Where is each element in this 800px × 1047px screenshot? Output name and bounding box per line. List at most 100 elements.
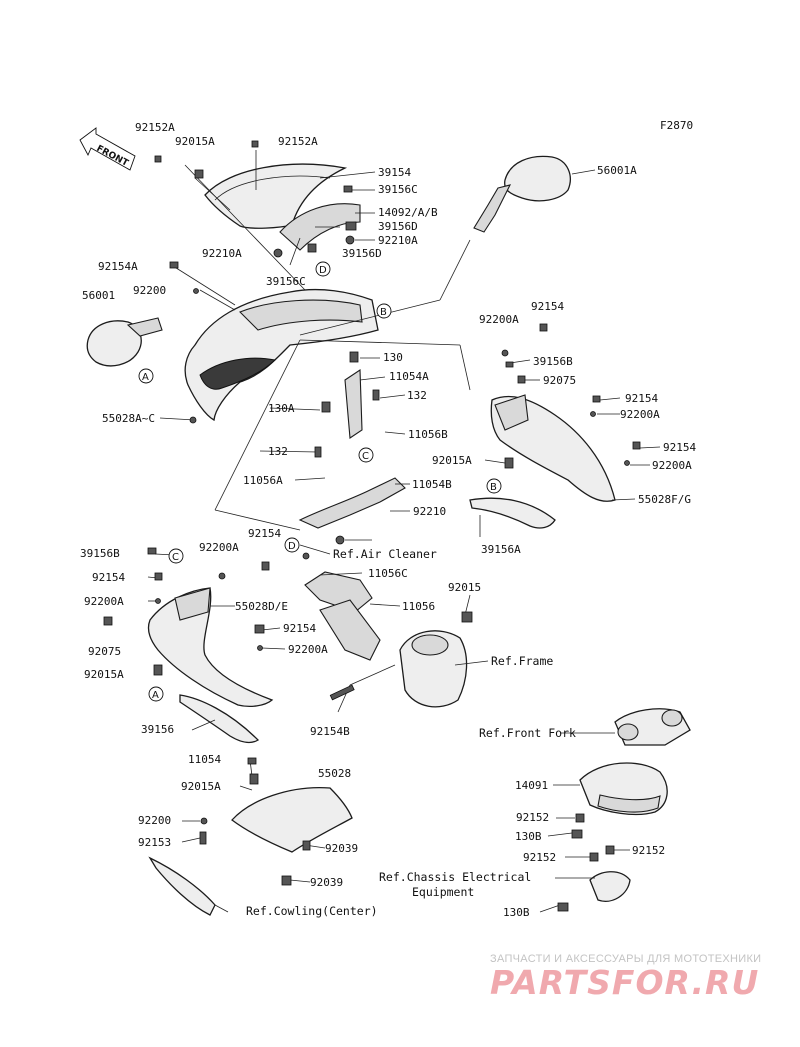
- clip-39156C: [343, 185, 353, 193]
- marker-a-bottom: A: [148, 686, 164, 702]
- bolt-132-left: [314, 446, 322, 458]
- part-label: 92154: [92, 571, 125, 584]
- part-label: 92210: [413, 505, 446, 518]
- fasteners: [103, 140, 641, 912]
- part-label: 92200A: [652, 459, 692, 472]
- part-label: 39156B: [80, 547, 120, 560]
- svg-text:B: B: [490, 482, 497, 493]
- washer-92200: [193, 288, 199, 294]
- ref-markers: A A B B C C D D: [138, 261, 502, 702]
- screw-92075-r: [517, 375, 526, 384]
- part-label: 92200A: [199, 541, 239, 554]
- reference-callouts: Ref.Air Cleaner Ref.Frame Ref.Front Fork…: [246, 547, 576, 918]
- mirror-left-56001: [86, 317, 163, 367]
- marker-d-mid: D: [284, 537, 300, 553]
- part-label: 92154: [248, 527, 281, 540]
- svg-text:D: D: [319, 265, 327, 276]
- part-label: 92075: [88, 645, 121, 658]
- ref-frame: Ref.Frame: [491, 654, 553, 668]
- bolt-130B-b: [557, 902, 569, 912]
- part-label: 92152: [632, 844, 665, 857]
- figure-code: F2870: [660, 119, 693, 132]
- marker-a-top: A: [138, 368, 154, 384]
- part-label: 11056B: [408, 428, 448, 441]
- part-label: 92154: [283, 622, 316, 635]
- part-label: 11054B: [412, 478, 452, 491]
- bolt-92154B: [329, 684, 355, 701]
- marker-d-top: D: [315, 261, 331, 277]
- clip-39156B-r: [505, 361, 514, 368]
- part-label: 92210A: [202, 247, 242, 260]
- part-label: 56001: [82, 289, 115, 302]
- clip-11054: [247, 757, 257, 765]
- watermark-caption: ЗАПЧАСТИ И АКСЕССУАРЫ ДЛЯ МОТОТЕХНИКИ: [490, 953, 761, 965]
- windscreen-39154: [204, 163, 348, 229]
- part-label: 92200: [133, 284, 166, 297]
- part-label: 92152: [523, 851, 556, 864]
- svg-text:A: A: [142, 372, 149, 383]
- part-label: 39156D: [378, 220, 418, 233]
- part-label: 55028: [318, 767, 351, 780]
- svg-text:C: C: [362, 451, 369, 462]
- part-label: 39156C: [378, 183, 418, 196]
- part-label: 39156D: [342, 247, 382, 260]
- screw-92152-a: [575, 813, 585, 823]
- washer-92200A-l1: [218, 572, 226, 580]
- part-label: 55028F/G: [638, 493, 691, 506]
- part-label: 130B: [503, 906, 530, 919]
- upper-cowl-55028A: [184, 288, 379, 422]
- screw-92152-b: [589, 852, 599, 862]
- washer-92200A-r2: [590, 411, 596, 417]
- clip-39156B-l: [147, 547, 157, 555]
- pad-39156D-lower: [307, 243, 317, 253]
- nut-92210A: [345, 235, 355, 245]
- part-label: 92015A: [181, 780, 221, 793]
- front-direction-arrow: FRONT: [79, 127, 136, 171]
- part-label: 92015A: [84, 668, 124, 681]
- part-label: 92200A: [84, 595, 124, 608]
- leader-lines: [147, 150, 661, 913]
- part-label: 11056A: [243, 474, 283, 487]
- part-label: 92200: [138, 814, 171, 827]
- washer-92200A-mid: [257, 645, 263, 651]
- marker-c-mid: C: [358, 447, 374, 463]
- meter-cover-14091: [579, 762, 668, 816]
- part-label: 92210A: [378, 234, 418, 247]
- part-label: 11056: [402, 600, 435, 613]
- part-label: 92015A: [175, 135, 215, 148]
- part-label: 39156A: [481, 543, 521, 556]
- svg-text:D: D: [288, 541, 296, 552]
- part-label: 92152A: [135, 121, 175, 134]
- rivet-92039-a: [302, 840, 311, 851]
- screw-92152A-top: [251, 140, 259, 148]
- part-label: 92075: [543, 374, 576, 387]
- part-label: 92200A: [620, 408, 660, 421]
- pad-39156D: [345, 221, 357, 231]
- bolt-130B-a: [571, 829, 583, 839]
- nut-92210: [335, 535, 345, 545]
- marker-b-bottom: B: [486, 478, 502, 494]
- bolt-92154-r2: [592, 395, 601, 403]
- part-label: 92015: [448, 581, 481, 594]
- part-label: 92200A: [479, 313, 519, 326]
- watermark: ЗАПЧАСТИ И АКСЕССУАРЫ ДЛЯ МОТОТЕХНИКИ PA…: [490, 953, 761, 1002]
- screw-92152-c: [605, 845, 615, 855]
- ref-chassis-electrical-equipment: Equipment: [412, 885, 474, 899]
- part-label: 55028D/E: [235, 600, 288, 613]
- marker-b-top: B: [376, 303, 392, 319]
- part-label: 92154: [663, 441, 696, 454]
- bolt-d-mount: [302, 552, 310, 560]
- ref-air-cleaner: Ref.Air Cleaner: [333, 547, 437, 561]
- svg-text:A: A: [152, 690, 159, 701]
- collar-92015A-l: [153, 664, 163, 676]
- part-label: 92152: [516, 811, 549, 824]
- marker-c-left: C: [168, 548, 184, 564]
- side-panel-left-55028DE: [147, 587, 274, 707]
- rivet-92039-b: [281, 875, 292, 886]
- nut-92015: [461, 611, 473, 623]
- bolt-92154-r3: [632, 441, 641, 450]
- lower-cowl-55028: [148, 786, 353, 916]
- bolt-130A: [321, 401, 331, 413]
- part-label: 39156B: [533, 355, 573, 368]
